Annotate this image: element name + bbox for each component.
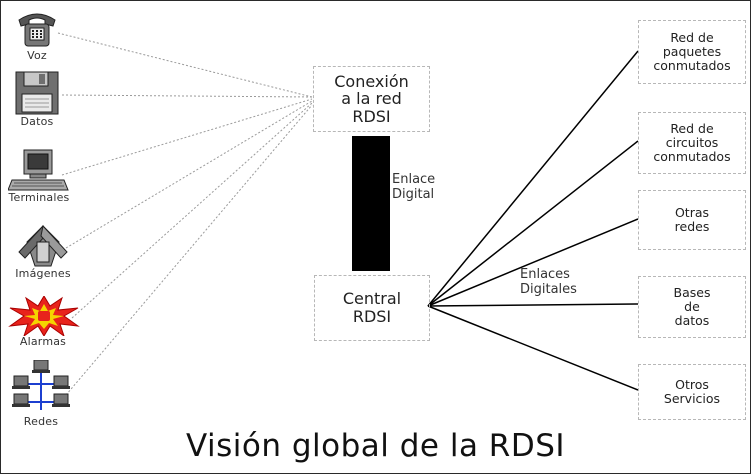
conexion-red-box: Conexión a la red RDSI xyxy=(313,66,430,132)
network-box-otras-redes: Otras redes xyxy=(638,190,746,250)
network-icon xyxy=(12,360,70,410)
network-label: Red de circuitos conmutados xyxy=(653,121,731,164)
device-label: Voz xyxy=(27,49,47,62)
central-label: Central RDSI xyxy=(342,289,402,326)
telephone-icon xyxy=(18,13,56,47)
device-terminales: Terminales xyxy=(4,148,74,204)
dotted-line-datos xyxy=(61,94,313,98)
diagram-title: Visión global de la RDSI xyxy=(185,428,566,464)
enlace-digital-bar xyxy=(352,136,390,271)
network-box-otros-servicios: Otros Servicios xyxy=(638,364,746,420)
network-label: Otros Servicios xyxy=(663,377,721,406)
line-to-bases-datos xyxy=(427,303,639,307)
conexion-label: Conexión a la red RDSI xyxy=(334,71,409,126)
line-to-paquetes xyxy=(427,50,639,307)
device-imagenes: Imágenes xyxy=(8,222,78,280)
device-label: Terminales xyxy=(8,191,70,204)
dotted-line-alarmas xyxy=(71,102,313,319)
line-to-circuitos xyxy=(427,140,639,307)
computer-terminal-icon xyxy=(8,149,69,191)
dotted-line-redes xyxy=(65,104,313,396)
line-to-otras-redes xyxy=(427,218,639,307)
enlaces-digitales-label: Enlaces Digitales xyxy=(520,267,577,297)
dotted-line-voz xyxy=(57,32,313,98)
central-rdsi-box: Central RDSI xyxy=(314,275,430,341)
dotted-line-imagenes xyxy=(65,100,313,249)
network-label: Bases de datos xyxy=(673,285,711,328)
device-label: Datos xyxy=(20,115,54,128)
network-box-paquetes: Red de paquetes conmutados xyxy=(638,20,746,84)
device-label: Redes xyxy=(23,415,59,428)
enlace-digital-label: Enlace Digital xyxy=(392,172,436,202)
device-alarmas: Alarmas xyxy=(8,296,80,348)
network-label: Otras redes xyxy=(674,205,710,234)
network-box-bases-datos: Bases de datos xyxy=(638,276,746,338)
image-scanner-icon xyxy=(18,224,68,267)
device-datos: Datos xyxy=(2,70,72,128)
dotted-line-terminales xyxy=(61,98,313,176)
device-label: Imágenes xyxy=(15,267,71,280)
network-label: Red de paquetes conmutados xyxy=(653,30,731,73)
device-label: Alarmas xyxy=(19,335,67,348)
alarm-icon xyxy=(8,296,80,336)
network-box-circuitos: Red de circuitos conmutados xyxy=(638,112,746,174)
floppy-disk-icon xyxy=(15,71,59,115)
device-voz: Voz xyxy=(2,8,72,62)
device-redes: Redes xyxy=(6,360,76,428)
line-to-otros-servicios xyxy=(427,305,639,391)
